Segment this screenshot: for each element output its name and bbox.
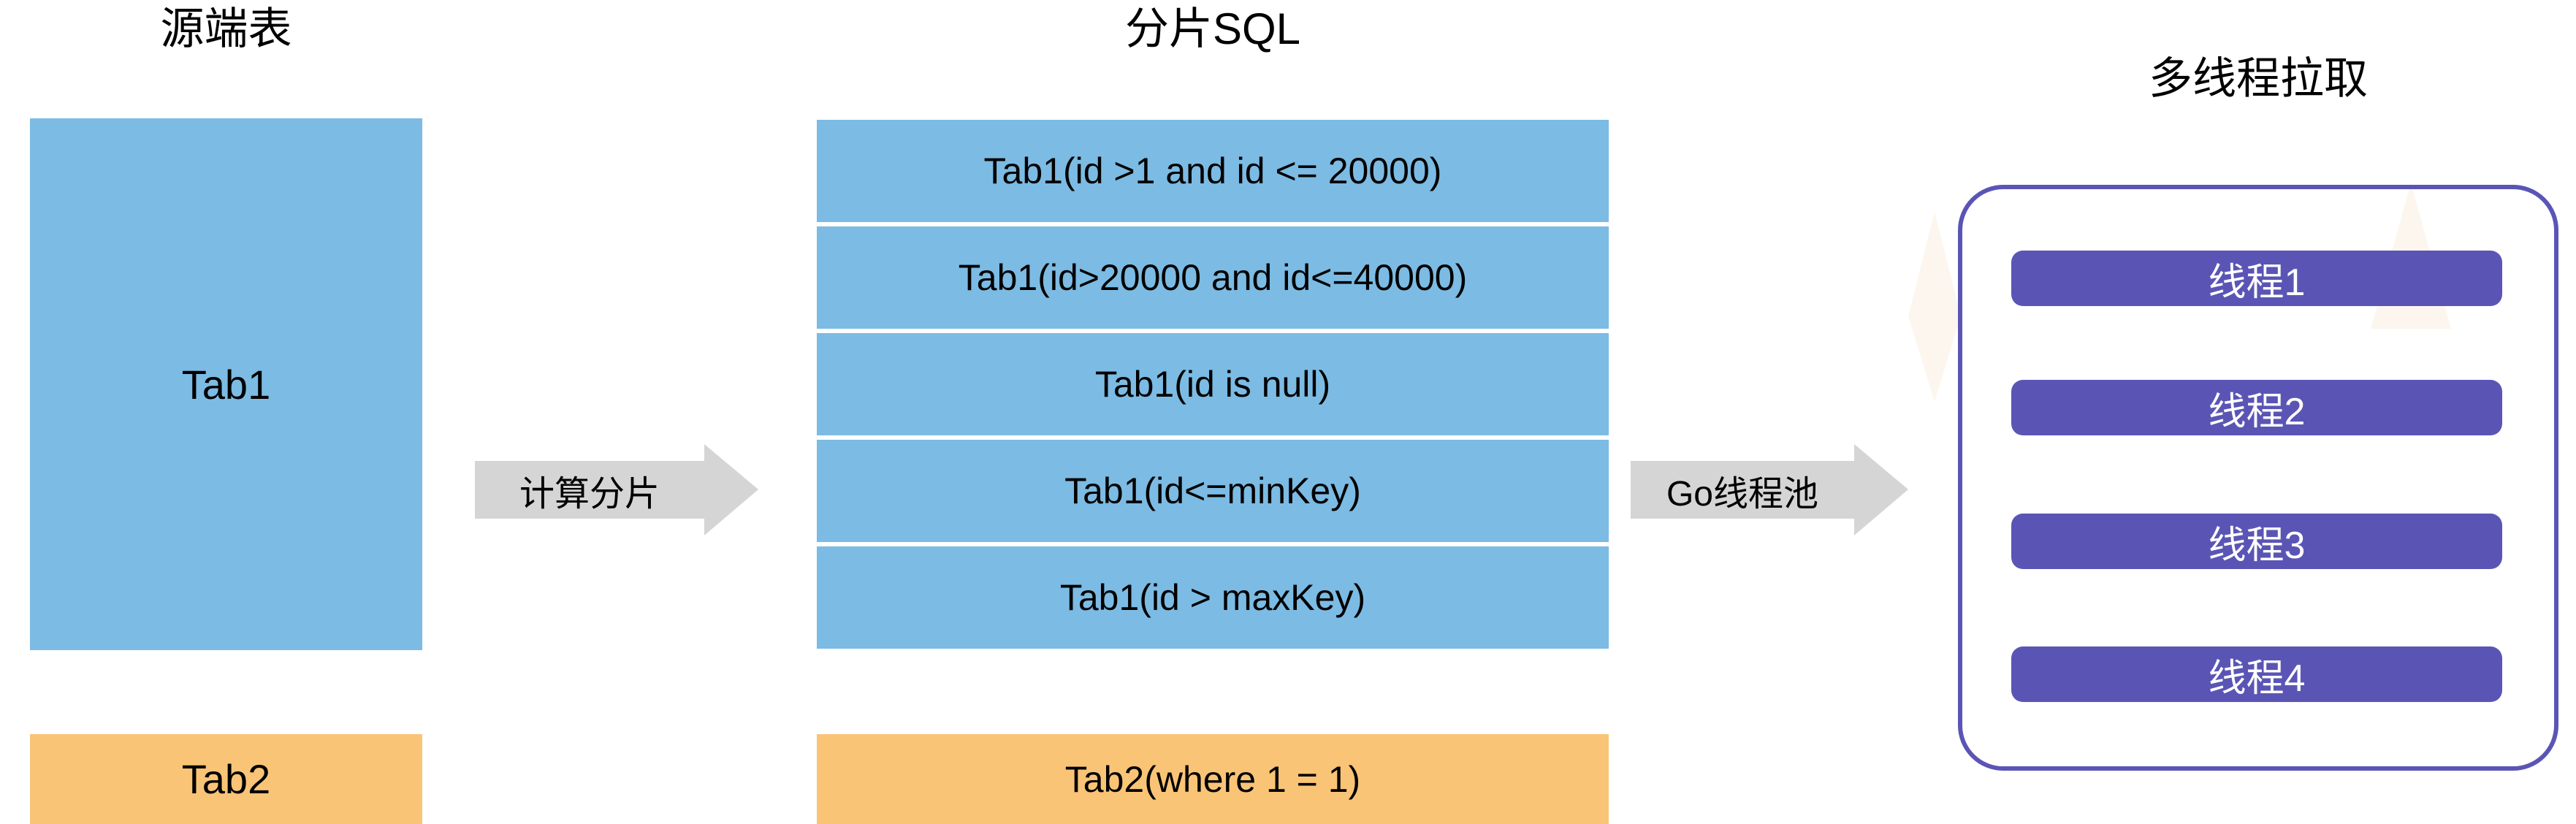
shard-row-label: Tab2(where 1 = 1): [1064, 758, 1361, 800]
source-table-tab2-label: Tab2: [181, 756, 271, 802]
shard-row: Tab1(id<=minKey): [817, 440, 1609, 542]
section-title-multithread-pull: 多线程拉取: [2149, 54, 2368, 103]
thread-item-label: 线程2: [2208, 390, 2306, 433]
thread-item: 线程1: [2011, 251, 2502, 306]
shard-row-label: Tab1(id > maxKey): [1059, 577, 1366, 618]
arrow-go-thread-pool-label: Go线程池: [1666, 474, 1819, 514]
arrow-compute-shards-label: 计算分片: [519, 474, 660, 514]
thread-pool-container: [1958, 185, 2558, 771]
shard-row: Tab1(id >1 and id <= 20000): [817, 120, 1609, 222]
source-table-tab1: Tab1: [30, 118, 422, 650]
arrow-shaft: 计算分片: [475, 461, 704, 519]
arrow-go-thread-pool: Go线程池: [1631, 444, 1908, 535]
section-title-shard-sql: 分片SQL: [1124, 4, 1301, 53]
thread-item: 线程3: [2011, 514, 2502, 569]
shard-row: Tab2(where 1 = 1): [817, 734, 1609, 824]
shard-row-label: Tab1(id>20000 and id<=40000): [958, 257, 1468, 298]
arrow-head-icon: [1854, 444, 1908, 535]
watermark-artifact: [1908, 212, 1961, 402]
source-table-tab2: Tab2: [30, 734, 422, 824]
arrow-head-icon: [704, 444, 758, 535]
arrow-shaft: Go线程池: [1631, 461, 1854, 519]
thread-item: 线程4: [2011, 646, 2502, 702]
shard-row-label: Tab1(id<=minKey): [1064, 470, 1361, 511]
arrow-compute-shards: 计算分片: [475, 444, 758, 535]
shard-row: Tab1(id is null): [817, 333, 1609, 435]
thread-item-label: 线程3: [2208, 524, 2306, 567]
shard-row-label: Tab1(id is null): [1094, 364, 1331, 405]
section-title-source: 源端表: [160, 4, 292, 53]
shard-row: Tab1(id>20000 and id<=40000): [817, 226, 1609, 329]
thread-item-label: 线程1: [2208, 261, 2306, 304]
thread-item-label: 线程4: [2208, 657, 2306, 700]
shard-row-label: Tab1(id >1 and id <= 20000): [983, 150, 1442, 191]
source-table-tab1-label: Tab1: [181, 361, 271, 408]
shard-row: Tab1(id > maxKey): [817, 546, 1609, 649]
thread-item: 线程2: [2011, 380, 2502, 435]
